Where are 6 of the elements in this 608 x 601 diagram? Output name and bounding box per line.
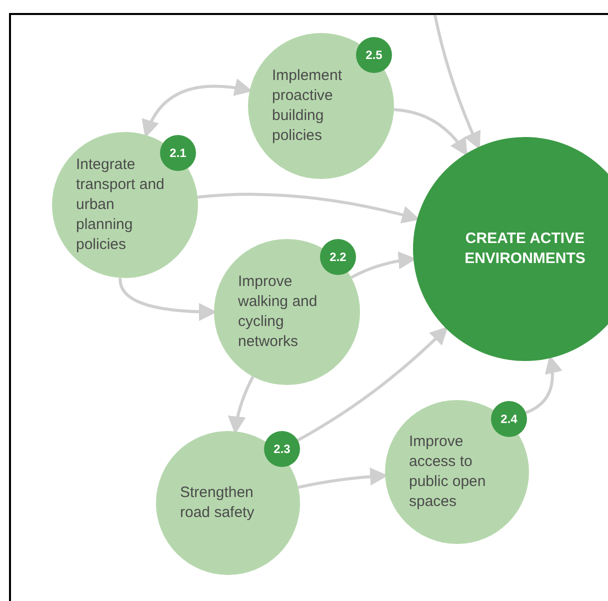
arrow [297,326,448,442]
arrow [525,355,562,414]
arrow [394,108,468,156]
arrow [197,192,420,224]
arrow [434,14,481,150]
arrow [350,252,416,279]
